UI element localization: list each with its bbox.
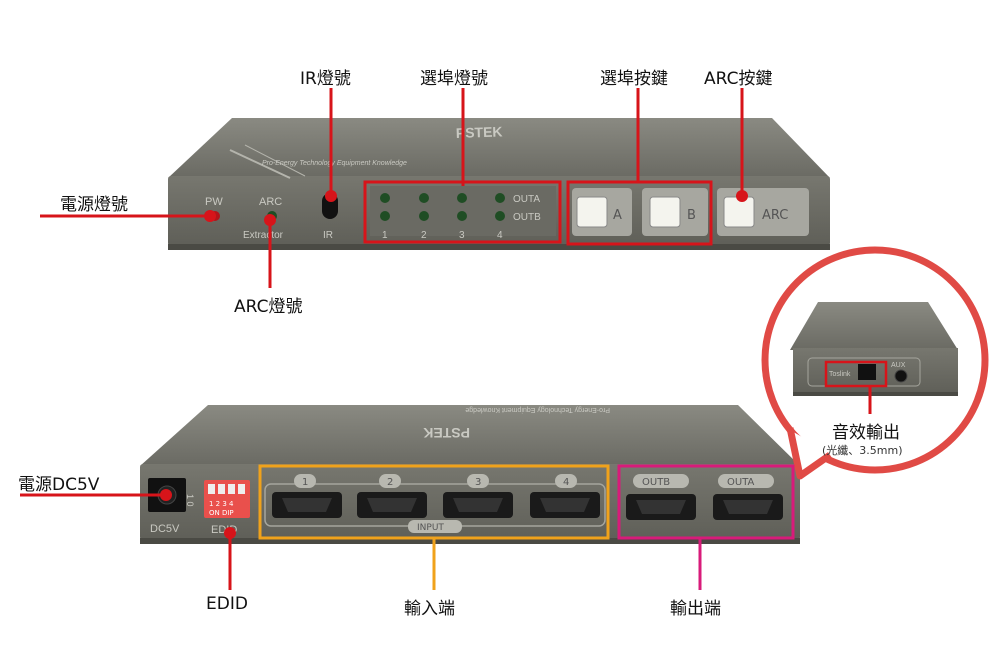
front-device-top [168,118,830,178]
pw-label: PW [205,196,223,208]
callout-audio-out: 音效輸出 [832,423,900,443]
port-number-3: 3 [459,230,465,241]
output-a-label: OUTA [727,477,755,488]
input-port-2[interactable] [357,492,427,518]
input-port-4[interactable] [530,492,600,518]
output-port-a[interactable] [713,494,783,520]
port-led-row-b [380,211,505,221]
rear-device-top [140,405,800,466]
button-a[interactable] [576,196,608,228]
callout-port-button: 選埠按鍵 [600,69,668,89]
port-button-highlight [566,180,713,246]
port-number-2: 2 [421,230,427,241]
callout-arc-button: ARC按鍵 [704,69,773,89]
button-arc-label: ARC [762,208,788,223]
callout-arc-led: ARC燈號 [234,297,303,317]
output-highlight [617,464,795,540]
input-port-1[interactable] [272,492,342,518]
dip-numbers: 1 2 3 4 [209,500,234,508]
callout-input-port: 輸入端 [404,599,455,619]
callout-ir-led: IR燈號 [300,69,351,89]
port-number-1: 1 [382,230,388,241]
rear-brand: PSTEK [423,425,470,441]
dip-text: ON DIP [209,509,234,517]
callout-power-led: 電源燈號 [60,195,128,215]
callout-output-port: 輸出端 [670,599,721,619]
arc-led-label: ARC [259,196,282,208]
port-number-4: 4 [497,230,503,241]
button-a-label: A [613,208,622,223]
outa-label: OUTA [513,194,540,205]
front-brand: PSTEK [456,123,503,141]
port-led-row-a [380,193,505,203]
callout-power-dc: 電源DC5V [18,475,100,495]
button-b-label: B [687,208,696,223]
button-b[interactable] [649,196,681,228]
input-port-3[interactable] [443,492,513,518]
input-number-4: 4 [563,477,569,488]
button-arc[interactable] [723,196,755,228]
aux-label: AUX [891,362,906,369]
input-number-1: 1 [302,477,308,488]
dc-label: DC5V [150,523,180,535]
toslink-label: Toslink [829,371,851,378]
rear-tagline: Pro-Energy Technology Equipment Knowledg… [465,406,610,413]
port-led-highlight [363,180,562,244]
input-number-2: 2 [387,477,393,488]
ir-label: IR [323,230,333,241]
callout-port-led: 選埠燈號 [420,69,488,89]
extractor-label: Extractor [243,230,284,241]
aux-port[interactable] [894,369,908,383]
output-port-b[interactable] [626,494,696,520]
outb-label: OUTB [513,212,541,223]
front-tagline: Pro-Energy Technology Equipment Knowledg… [262,160,407,167]
audio-highlight [824,360,888,388]
output-b-label: OUTB [642,477,670,488]
callout-audio-out-sub: (光纖、3.5mm) [822,444,903,457]
dip-on-label: 1 0 [185,494,195,507]
input-number-3: 3 [475,477,481,488]
toslink-port[interactable] [858,364,876,380]
side-device-top [790,302,958,350]
callout-edid: EDID [206,594,248,614]
input-label: INPUT [417,523,444,533]
